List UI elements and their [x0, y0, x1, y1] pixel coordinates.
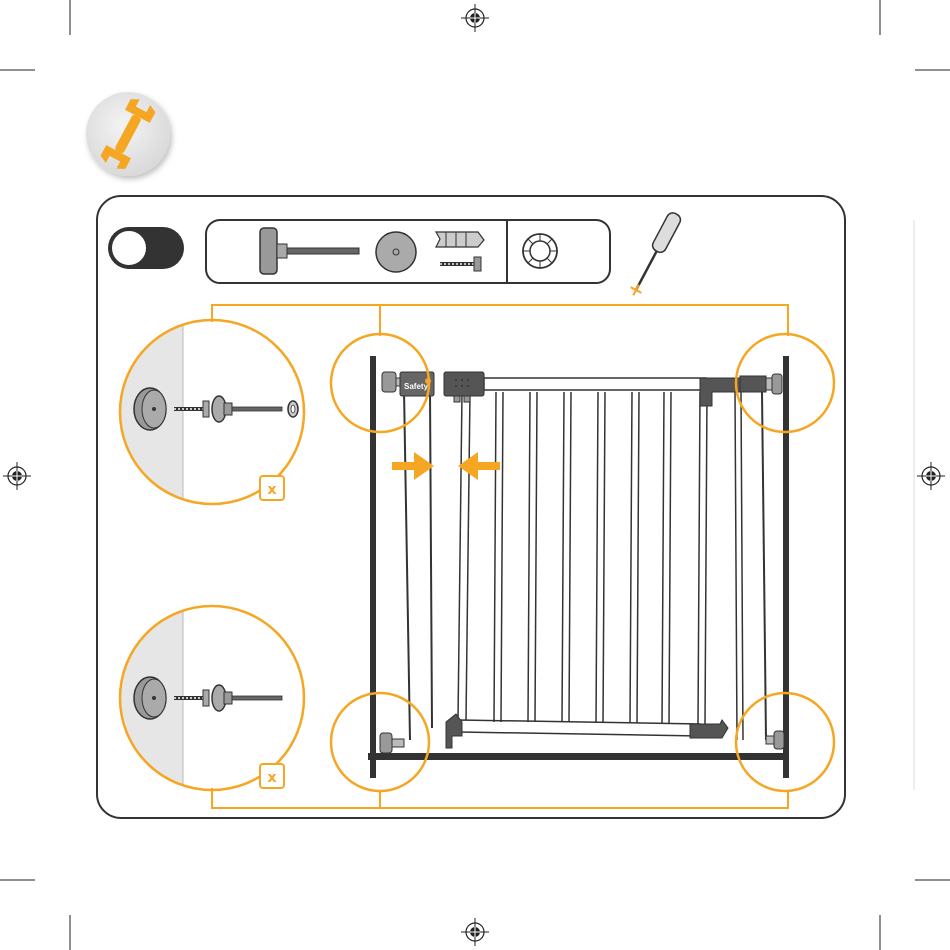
registration-mark-top — [461, 4, 489, 32]
locking-ring-icon — [288, 401, 298, 417]
top-right-bracket — [700, 378, 740, 406]
floor — [368, 753, 789, 760]
left-wall — [370, 356, 376, 778]
step-number — [110, 229, 148, 267]
quantity-label-top: x — [259, 475, 285, 501]
brand-logo: Safety — [404, 382, 429, 391]
latch-handle — [444, 372, 484, 396]
end-cap-icon — [134, 677, 166, 719]
screwdriver-icon — [627, 211, 683, 299]
pressure-knob — [774, 731, 784, 749]
threaded-spindle-icon — [212, 685, 282, 711]
wrench-badge — [86, 92, 170, 176]
quantity-label-bottom: x — [259, 763, 285, 789]
threaded-spindle-icon — [260, 228, 359, 274]
bottom-right-bracket — [690, 720, 728, 738]
screw-icon — [440, 257, 481, 271]
locking-ring-icon — [523, 234, 557, 268]
wall-plug-icon — [436, 232, 484, 247]
push-left-arrow — [458, 452, 500, 480]
pressure-knob — [380, 733, 392, 753]
end-cap-icon — [376, 232, 416, 272]
registration-mark-right — [917, 462, 945, 490]
pressure-knob — [772, 374, 782, 394]
parts-tray — [206, 220, 610, 283]
gate-illustration: Safety — [368, 356, 789, 778]
registration-mark-bottom — [461, 918, 489, 946]
bottom-left-bracket — [446, 714, 462, 748]
pressure-knob — [382, 372, 396, 392]
threaded-spindle-icon — [212, 396, 282, 422]
step-number-badge — [108, 227, 184, 269]
push-right-arrow — [392, 452, 434, 480]
registration-mark-left — [3, 462, 31, 490]
right-wall — [783, 356, 789, 778]
end-cap-icon — [134, 388, 166, 430]
